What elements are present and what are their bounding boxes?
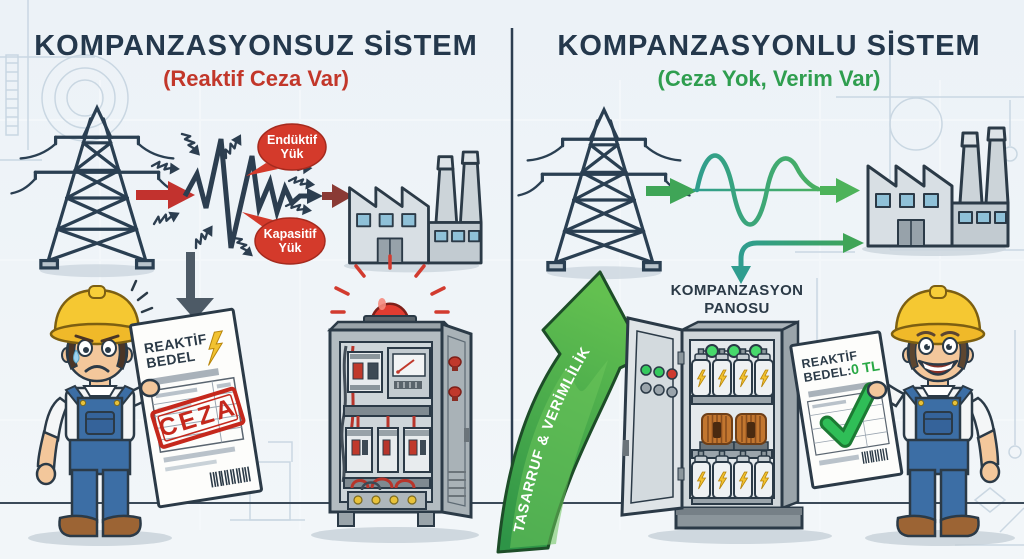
gripping-hand (139, 378, 161, 398)
capacitive-load-bubble: Kapasitif Yük (242, 212, 326, 265)
worker-worried (28, 279, 172, 546)
sweat-drop-icon (73, 349, 80, 364)
worker-happy (865, 285, 1015, 546)
panel-door-left-cabinet (440, 321, 473, 519)
zero-bill: REAKTİF BEDEL: 0 TL (789, 330, 904, 490)
panel-door-right-cabinet (620, 316, 685, 517)
hard-hat-icon (49, 285, 145, 346)
left-subtitle: (Reaktif Ceza Var) (163, 66, 349, 91)
barcode (861, 448, 889, 464)
lightning-icon (208, 330, 224, 366)
elbow-arrows (731, 233, 864, 284)
svg-text:Yük: Yük (281, 147, 304, 161)
stress-marks (130, 279, 154, 314)
dark-red-arrow-icon (322, 184, 353, 208)
gripping-hand (866, 380, 888, 400)
penalty-bill: REAKTİF BEDEL CEZA (129, 307, 263, 509)
red-arrow-icon (136, 181, 195, 209)
savings-arrow: TASARRUF & VERİMLİLİK (496, 270, 647, 554)
down-arrow-icon (176, 252, 214, 320)
left-title: KOMPANZASYONSUZ SİSTEM (34, 30, 478, 62)
svg-text:Endüktif: Endüktif (267, 133, 318, 147)
clean-sine-wave (693, 153, 838, 227)
alarm-panel (311, 254, 479, 543)
inductive-load-bubble: Endüktif Yük (246, 123, 327, 176)
svg-text:Kapasitif: Kapasitif (264, 227, 318, 241)
right-section: KOMPANZASYON PANOSU TASARRUF & VERİMLİLİ… (496, 108, 1015, 554)
svg-text:Yük: Yük (279, 241, 302, 255)
checkmark-icon (819, 382, 878, 448)
right-subtitle: (Ceza Yok, Verim Var) (658, 66, 881, 91)
compensation-panel (620, 316, 832, 544)
hard-hat-icon (890, 285, 986, 346)
green-arrow-icon (646, 178, 697, 204)
compensation-panel-label: KOMPANZASYON (671, 282, 804, 299)
green-arrow-to-factory-icon (820, 178, 860, 203)
panel-interior (340, 345, 431, 510)
barcode (209, 466, 251, 488)
right-title: KOMPANZASYONLU SİSTEM (557, 30, 980, 62)
svg-text:PANOSU: PANOSU (704, 300, 769, 317)
left-section: Endüktif Yük Kapasitif Yük (9, 106, 483, 546)
svg-text:BEDEL: BEDEL (145, 348, 196, 372)
zero-amount: 0 TL (850, 357, 881, 377)
